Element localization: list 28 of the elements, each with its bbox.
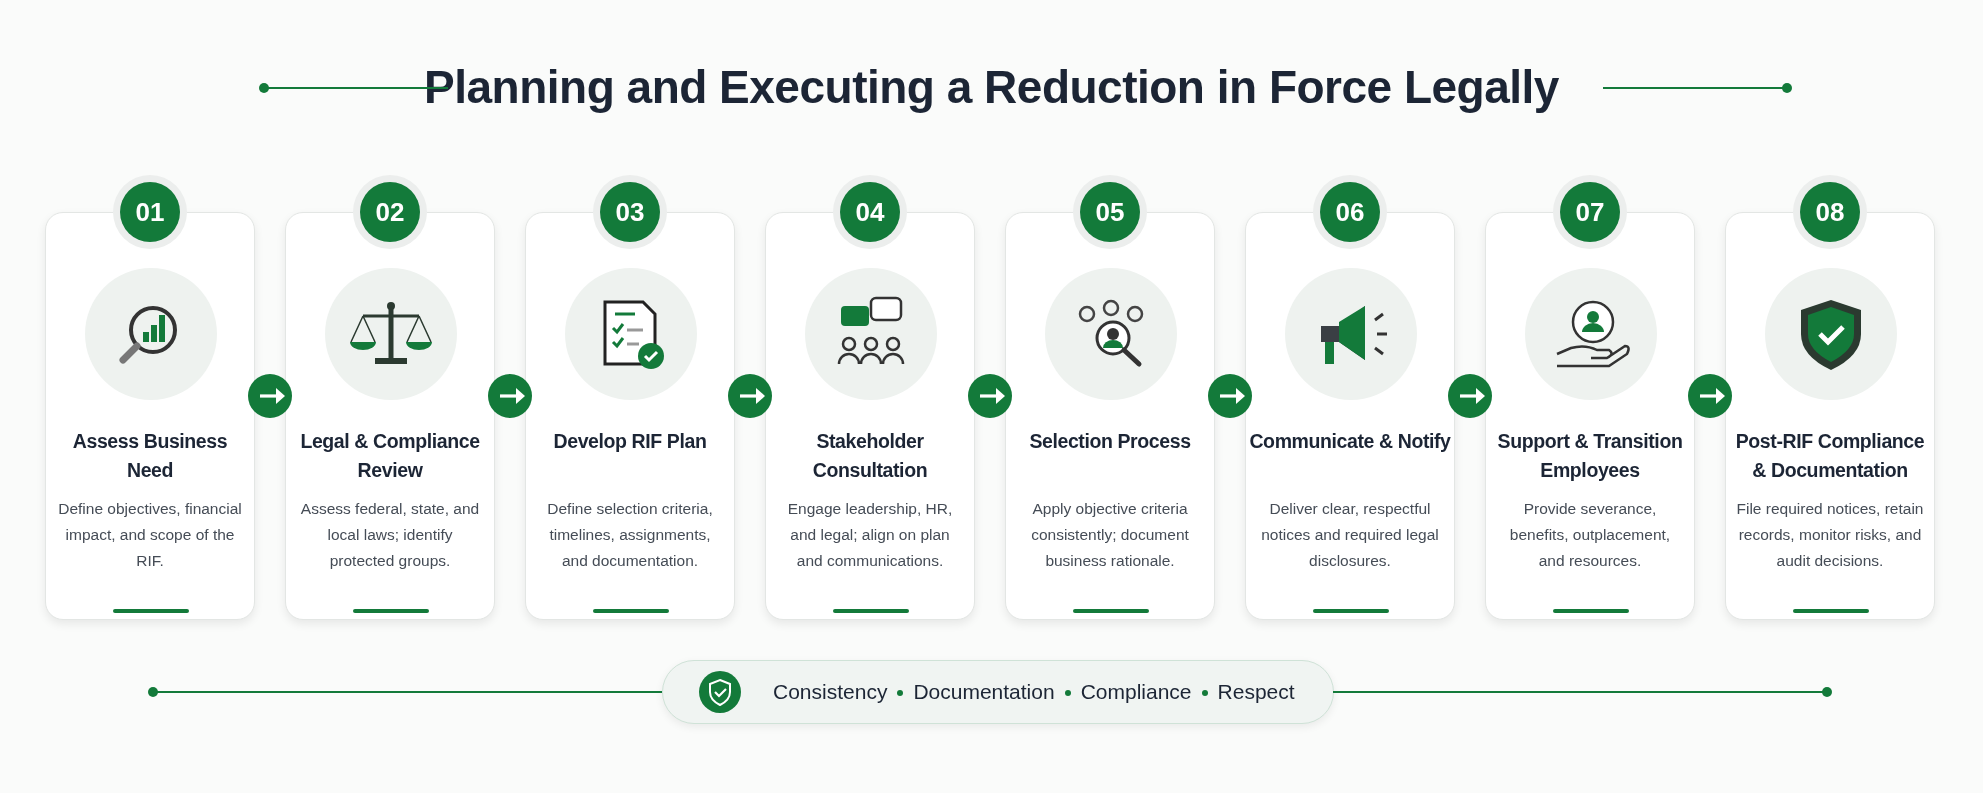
arrow-connector — [488, 374, 532, 418]
value-word: Documentation — [913, 680, 1055, 704]
arrow-connector — [248, 374, 292, 418]
step-heading: Post-RIF Compliance & Documentation — [1734, 429, 1926, 483]
step-heading: Support & Transition Employees — [1496, 429, 1684, 483]
arrow-connector — [1208, 374, 1252, 418]
step-description: Deliver clear, respectful notices and required legal disclosures. — [1260, 499, 1440, 571]
value-word: Consistency — [773, 680, 888, 704]
step-description: Provide severance, benefits, outplacement, and resources. — [1508, 499, 1672, 571]
value-word: Compliance — [1080, 680, 1192, 704]
step-description: Define selection criteria, timelines, assignments, and documentation. — [546, 499, 714, 571]
arrow-connector — [1688, 374, 1732, 418]
value-word: Respect — [1217, 680, 1295, 704]
step-heading: Assess Business Need — [71, 429, 229, 483]
step-description: Apply objective criteria consistently; document business rationale. — [1030, 499, 1190, 571]
step-heading: Selection Process — [1028, 429, 1192, 454]
step-heading: Stakeholder Consultation — [811, 429, 929, 483]
arrow-connector — [968, 374, 1012, 418]
step-description: File required notices, retain records, monitor risks, and audit decisions. — [1736, 499, 1924, 571]
diagram-title: Planning and Executing a Reduction in Force Legally — [424, 61, 1559, 113]
step-description: Engage leadership, HR, and legal; align on plan and communications. — [786, 499, 954, 571]
step-heading: Communicate & Notify — [1248, 429, 1452, 454]
step-heading: Legal & Compliance Review — [299, 429, 481, 483]
arrow-connector — [728, 374, 772, 418]
arrow-connector — [1448, 374, 1492, 418]
step-heading: Develop RIF Plan — [552, 429, 708, 454]
step-description: Define objectives, financial impact, and scope of the RIF. — [57, 499, 243, 571]
step-description: Assess federal, state, and local laws; identify protected groups. — [299, 499, 481, 571]
